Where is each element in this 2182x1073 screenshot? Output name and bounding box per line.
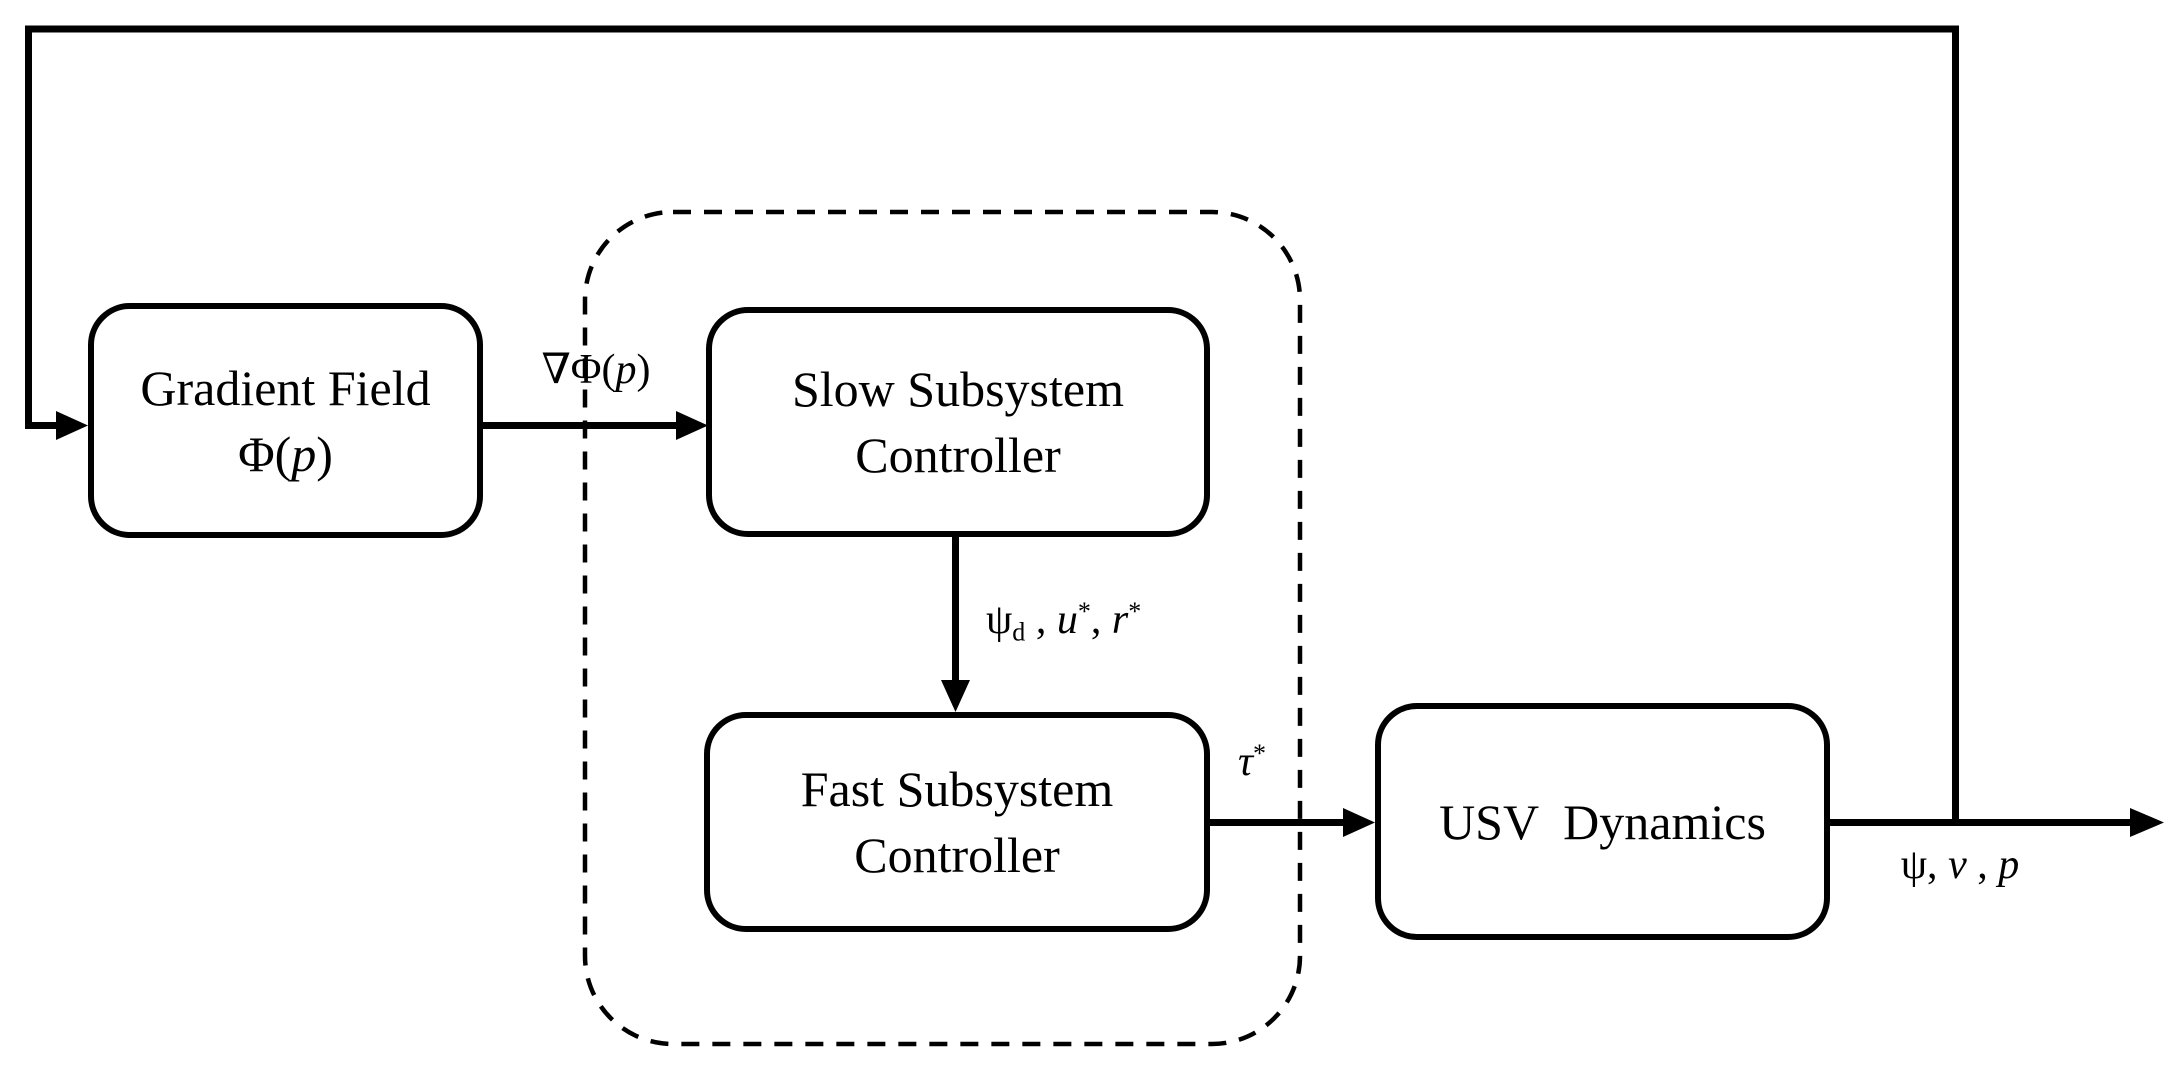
slow-output-signal-label: ψd , u*, r*: [986, 596, 1142, 647]
fast-controller-line2: Controller: [854, 827, 1060, 883]
slow-to-fast-arrowhead: [941, 680, 970, 712]
slow-subsystem-controller-block: Slow Subsystem Controller: [706, 307, 1210, 537]
slow-controller-line2: Controller: [855, 427, 1061, 483]
tau-signal-label: τ*: [1238, 738, 1267, 785]
gradient-field-block: Gradient Field Φ(p): [88, 303, 483, 538]
fast-controller-line1: Fast Subsystem: [800, 761, 1114, 817]
fast-subsystem-controller-block: Fast Subsystem Controller: [704, 712, 1210, 932]
gradient-field-title: Gradient Field: [140, 359, 431, 416]
slow-controller-line1: Slow Subsystem: [791, 361, 1124, 417]
fast-to-usv-arrowhead: [1343, 808, 1375, 837]
gradient-to-slow-arrowhead: [676, 411, 708, 440]
usv-dynamics-label: USV Dynamics: [1439, 793, 1766, 850]
usv-output-arrowhead: [2130, 808, 2164, 837]
output-signal-label: ψ, v , p: [1900, 842, 2020, 888]
feedback-loop-line: [25, 25, 1959, 823]
controller-group-dashed-border: [582, 209, 1303, 1047]
gradient-field-formula: Φ(p): [238, 425, 333, 482]
gradient-signal-label: ∇Φ(p): [541, 347, 651, 393]
usv-dynamics-block: USV Dynamics: [1375, 703, 1830, 940]
feedback-arrowhead: [56, 411, 88, 440]
